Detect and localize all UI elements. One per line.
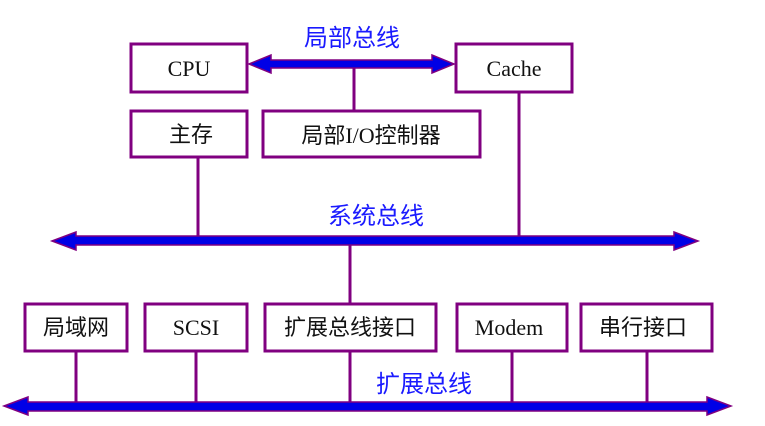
local-io-controller-box: 局部I/O控制器 [261,109,482,159]
main-memory-label: 主存 [169,122,213,147]
lan-label: 局域网 [43,315,109,340]
serial-interface-box-frame [579,302,714,353]
cache-box-frame [454,42,574,94]
scsi-label: SCSI [173,315,219,340]
serial-interface-box: 串行接口 [579,302,714,353]
cpu-label: CPU [168,56,211,81]
lan-box: 局域网 [23,302,129,353]
cache-label: Cache [487,56,542,81]
local-bus-arrow [247,53,456,75]
expansion-bus-arrow [1,395,734,417]
modem-label: Modem [475,315,543,340]
main-memory-box: 主存 [129,109,249,159]
system-bus-label: 系统总线 [328,202,424,230]
modem-box-frame [455,302,569,353]
local-io-controller-box-frame [261,109,482,159]
expansion-bus-interface-box-frame [263,302,438,353]
local-bus: 局部总线 [247,24,456,75]
system-bus-arrow [49,230,701,252]
cpu-box: CPU [129,42,249,94]
system-bus: 系统总线 [49,202,701,252]
scsi-box: SCSI [143,302,249,353]
scsi-box-frame [143,302,249,353]
local-bus-label: 局部总线 [304,24,400,52]
cache-box: Cache [454,42,574,94]
serial-interface-label: 串行接口 [599,315,687,340]
expansion-bus-interface-box: 扩展总线接口 [263,302,438,353]
expansion-bus-label: 扩展总线 [376,370,472,398]
local-io-controller-label: 局部I/O控制器 [301,123,440,148]
lan-box-frame [23,302,129,353]
expansion-bus: 扩展总线 [1,370,734,417]
cpu-box-frame [129,42,249,94]
modem-box: Modem [455,302,569,353]
connector-lines [74,64,649,406]
expansion-bus-interface-label: 扩展总线接口 [284,315,416,340]
main-memory-box-frame [129,109,249,159]
